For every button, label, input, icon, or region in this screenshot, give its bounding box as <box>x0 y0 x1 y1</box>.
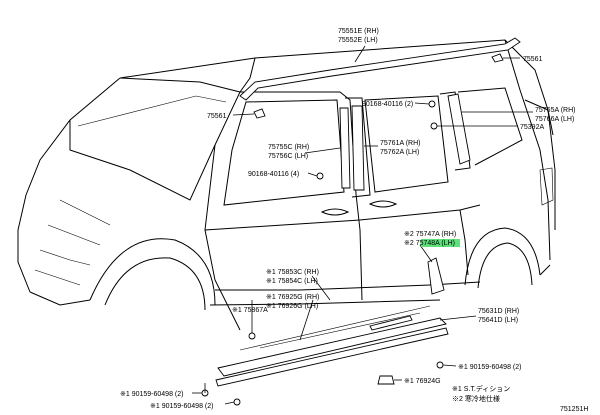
highlight-75748a <box>421 239 460 247</box>
callout-r11: ※1 75853C (RH)※1 75854C (LH) <box>266 269 319 285</box>
callout-r3: 75561 <box>207 113 227 120</box>
callout-r1: 75551E (RH)75552E (LH) <box>338 28 379 44</box>
callout-r8: 75761A (RH)75762A (LH) <box>380 140 420 156</box>
callout-r17: ※1 90159-60498 (2) <box>120 391 183 398</box>
callout-r5: 75765A (RH)75766A (LH) <box>535 107 575 123</box>
callout-r14: 75631D (RH)75641D (LH) <box>478 308 519 324</box>
pillar-garnish-c <box>447 93 471 165</box>
callout-r6: 75392A <box>520 124 544 131</box>
footnotes: ※1 S.T.ディション ※2 寒冷地仕様 <box>452 384 510 403</box>
callout-r7: 75755C (RH)75756C (LH) <box>268 144 309 160</box>
roof-rail <box>239 37 521 101</box>
rocker-moulding <box>217 317 447 377</box>
clip-75867a <box>248 332 256 340</box>
rocker-panel-rear <box>369 315 413 331</box>
callout-r9: 90168-40116 (4) <box>248 171 299 178</box>
rail-cap-rear <box>491 53 504 63</box>
callout-r12: ※1 76925G (RH)※1 76926G (LH) <box>266 294 319 310</box>
rocker-guide-lines <box>239 305 431 351</box>
screw-right <box>436 361 444 369</box>
screw-bottom <box>233 398 241 406</box>
rail-cap-front <box>253 108 266 119</box>
callout-r13: ※1 75867A <box>232 307 268 314</box>
pillar-garnish-b-front <box>339 107 351 189</box>
note-1: ※1 S.T.ディション <box>452 384 510 393</box>
pillar-garnish-b-rear <box>351 105 365 191</box>
callout-r4: 90168-40116 (2) <box>362 101 413 108</box>
leader-lines <box>192 45 533 405</box>
rocker-moulding-lower <box>215 327 449 387</box>
callout-labels: 75551E (RH)75552E (LH) 75561 75561 90168… <box>120 28 575 410</box>
parts <box>201 37 521 406</box>
callout-r16: ※1 76924G <box>404 378 441 385</box>
clip-upper <box>428 100 436 108</box>
callout-r2: 75561 <box>523 56 543 63</box>
clip-lower <box>316 172 324 180</box>
vehicle-body <box>17 39 556 331</box>
clip-76924g <box>377 375 395 385</box>
callout-r10: ※2 75747A (RH)※2 75748A (LH) <box>404 231 456 247</box>
callout-r15: ※1 90159-60498 (2) <box>458 364 521 371</box>
callout-r18: ※1 90159-60498 (2) <box>150 403 213 410</box>
note-2: ※2 寒冷地仕様 <box>452 394 500 403</box>
diagram-code: 751251H <box>560 406 588 413</box>
mudguard <box>427 257 445 295</box>
clip-75392a <box>430 122 438 130</box>
